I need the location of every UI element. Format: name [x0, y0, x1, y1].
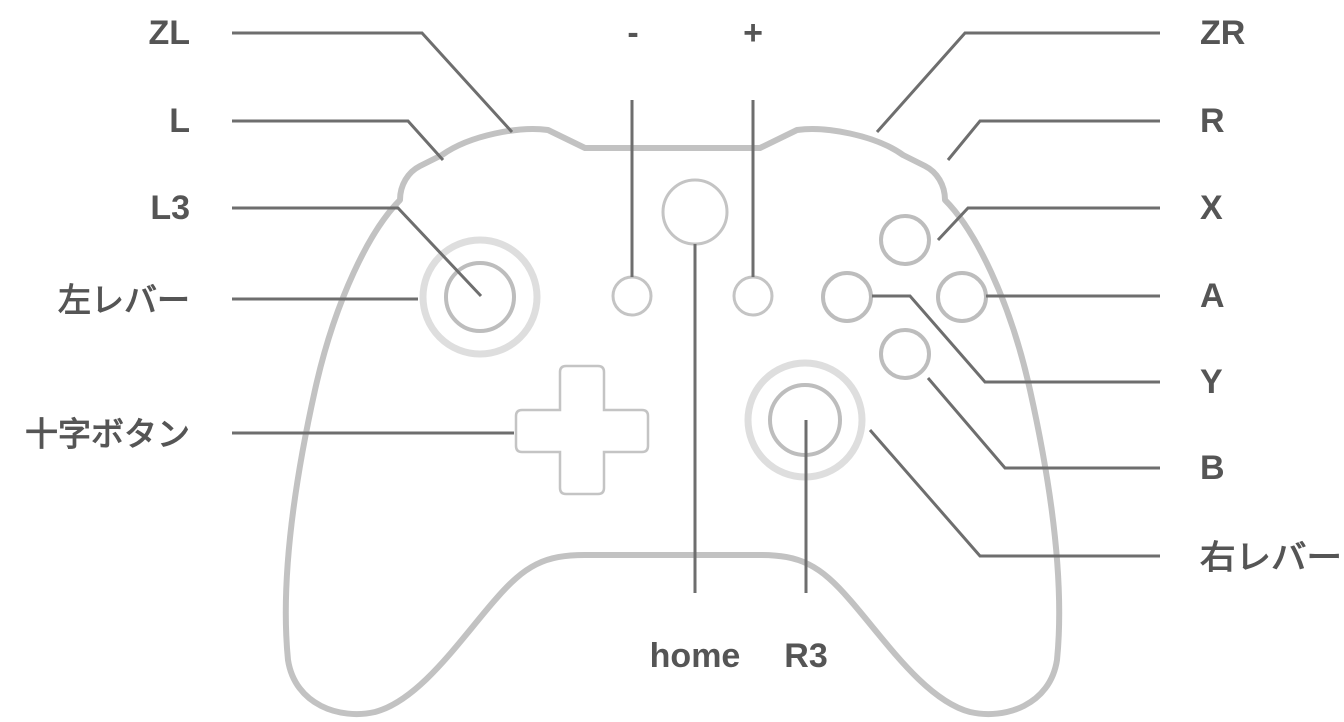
dpad-label: 十字ボタン [25, 415, 190, 454]
r-label: R [1200, 102, 1225, 140]
minus-label: - [627, 14, 638, 52]
right-stick-leader [868, 429, 1160, 558]
minus-button [611, 275, 653, 317]
a-button [936, 271, 988, 323]
b-leader [926, 377, 1160, 470]
b-button [879, 328, 931, 380]
left-stick-label: 左レバー [58, 281, 190, 320]
home-button [661, 178, 729, 246]
a-label: A [1200, 277, 1225, 315]
l-label: L [169, 102, 190, 140]
zl-leader [232, 31, 514, 134]
l-leader [232, 119, 445, 162]
zr-leader [875, 31, 1160, 133]
dpad-shape [514, 364, 650, 496]
right-stick-label: 右レバー [1200, 538, 1342, 577]
zl-label: ZL [148, 14, 190, 52]
x-leader [936, 206, 1160, 242]
x-label: X [1200, 189, 1223, 227]
plus-button [732, 275, 774, 317]
y-leader [872, 294, 1160, 384]
b-label: B [1200, 449, 1225, 487]
l3-leader [232, 206, 483, 298]
y-button [821, 271, 873, 323]
r-leader [946, 119, 1160, 161]
zr-label: ZR [1200, 14, 1245, 52]
x-button [879, 214, 931, 266]
left-stick-cap [444, 261, 516, 333]
plus-label: + [743, 14, 763, 52]
l3-label: L3 [150, 189, 190, 227]
home-label: home [650, 637, 741, 675]
controller-body-outline [282, 126, 1063, 718]
y-label: Y [1200, 363, 1223, 401]
r3-label: R3 [784, 637, 827, 675]
